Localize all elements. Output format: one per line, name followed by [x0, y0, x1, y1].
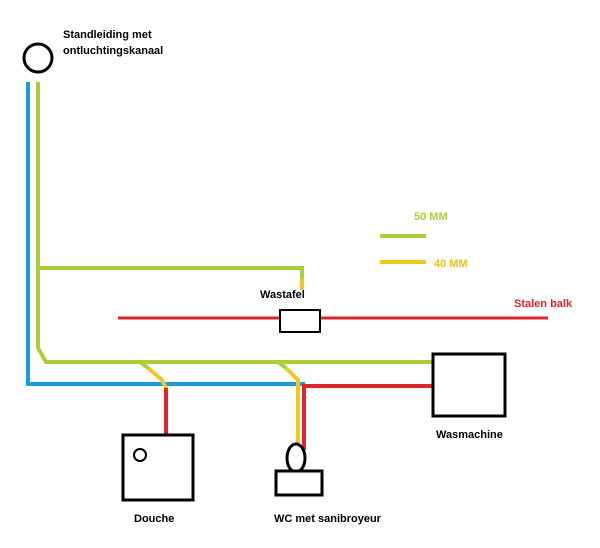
wasmachine-symbol — [431, 352, 507, 418]
green-wastafel-pipe — [38, 266, 304, 278]
wastafel-symbol — [279, 309, 321, 333]
steel-beam-label: Stalen balk — [514, 298, 573, 310]
legend-50mm-label: 50 MM — [414, 211, 448, 223]
green-stack-pipe — [36, 82, 432, 364]
standleiding-label-line1: Standleiding met — [63, 29, 152, 41]
wc-label: WC met sanibroyeur — [274, 513, 382, 525]
douche-drain — [133, 448, 147, 462]
wc-sanibroyeur-symbol — [274, 469, 324, 497]
wasmachine-label: Wasmachine — [436, 429, 503, 441]
legend-40mm-label: 40 MM — [434, 258, 468, 270]
green-wc-diagonal — [276, 360, 288, 370]
yellow-douche-branch — [146, 366, 168, 412]
douche-label: Douche — [134, 513, 174, 525]
wastafel-label: Wastafel — [260, 289, 305, 301]
wc-bowl-symbol — [285, 442, 307, 474]
standleiding-label-line2: ontluchtingskanaal — [63, 45, 163, 57]
blue-main-pipe — [26, 82, 305, 386]
red-wc-pipe — [302, 384, 434, 450]
standleiding-symbol — [22, 42, 54, 74]
green-douche-diagonal — [138, 360, 150, 370]
legend: 50 MM 40 MM — [380, 211, 468, 270]
douche-symbol — [121, 433, 195, 502]
yellow-wc-branch — [284, 366, 300, 450]
